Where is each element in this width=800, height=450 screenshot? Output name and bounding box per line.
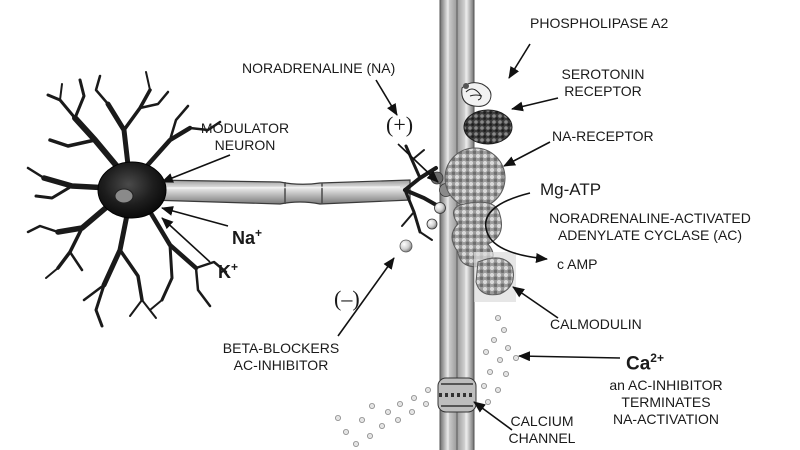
calcium-channel bbox=[437, 377, 477, 413]
calmodulin-protein bbox=[475, 257, 514, 296]
label-adenylate-cyclase: NORADRENALINE-ACTIVATED ADENYLATE CYCLAS… bbox=[532, 210, 768, 244]
serotonin-receptor bbox=[463, 109, 513, 145]
membrane-proteins bbox=[444, 82, 516, 302]
arrow-serotonin bbox=[511, 97, 559, 112]
label-calcium-ion: Ca2+ bbox=[626, 350, 664, 375]
arrow-atp-to-camp bbox=[484, 192, 548, 263]
label-beta-line1: BETA-BLOCKERS bbox=[222, 340, 340, 356]
label-noradrenaline: NORADRENALINE (NA) bbox=[242, 60, 396, 76]
label-ac-line3: NA-ACTIVATION bbox=[612, 411, 720, 427]
arrow-na-receptor bbox=[503, 141, 551, 167]
label-modulator-neuron: MODULATOR NEURON bbox=[190, 120, 300, 154]
modulator-neuron bbox=[26, 71, 228, 328]
label-potassium-ion: K+ bbox=[218, 259, 238, 281]
arrow-na-ion bbox=[161, 206, 229, 227]
label-na-charge: + bbox=[255, 226, 263, 240]
label-ca-symbol: Ca bbox=[626, 353, 651, 375]
beta-blocker-molecule bbox=[399, 239, 413, 253]
label-camp: c AMP bbox=[557, 256, 598, 272]
arrow-phospholipase bbox=[508, 43, 531, 79]
label-serotonin-line1: SEROTONIN bbox=[561, 66, 645, 82]
label-ac-line2: TERMINATES bbox=[621, 394, 711, 410]
label-calcium-channel: CALCIUM CHANNEL bbox=[494, 413, 590, 447]
arrow-calmodulin bbox=[512, 286, 559, 319]
label-modulator-line1: MODULATOR bbox=[200, 120, 290, 136]
arrow-beta-blockers bbox=[337, 257, 395, 337]
calcium-ions bbox=[334, 314, 520, 447]
label-serotonin-receptor: SEROTONIN RECEPTOR bbox=[548, 66, 658, 100]
label-ca-charge: 2+ bbox=[650, 351, 664, 365]
label-na-symbol: Na bbox=[232, 228, 256, 248]
label-na-receptor: NA-RECEPTOR bbox=[552, 128, 654, 144]
label-inhibitory-minus: (–) bbox=[334, 286, 360, 311]
arrow-k-ion bbox=[161, 217, 211, 263]
label-calcium-line1: CALCIUM bbox=[510, 413, 574, 429]
label-excitatory-plus: (+) bbox=[386, 112, 414, 137]
neuron-soma bbox=[97, 161, 167, 219]
label-adenylate-line2: ADENYLATE CYCLASE (AC) bbox=[557, 227, 743, 243]
label-beta-line2: AC-INHIBITOR bbox=[233, 357, 329, 373]
arrow-plus bbox=[397, 143, 439, 183]
axon bbox=[149, 179, 411, 205]
label-ac-line1: an AC-INHIBITOR bbox=[609, 377, 723, 393]
label-mg-atp: Mg-ATP bbox=[540, 180, 602, 199]
arrow-calcium-channel bbox=[473, 401, 513, 431]
arrow-modulator bbox=[161, 154, 231, 183]
label-modulator-line2: NEURON bbox=[214, 137, 276, 153]
label-k-symbol: K bbox=[218, 262, 231, 282]
pointer-arrows bbox=[161, 43, 621, 431]
arrow-noradrenaline bbox=[375, 79, 398, 116]
label-sodium-ion: Na+ bbox=[232, 225, 262, 247]
label-serotonin-line2: RECEPTOR bbox=[564, 83, 642, 99]
label-calmodulin: CALMODULIN bbox=[550, 316, 642, 332]
label-adenylate-line1: NORADRENALINE-ACTIVATED bbox=[549, 210, 751, 226]
label-k-charge: + bbox=[231, 260, 239, 274]
arrow-calcium-ion bbox=[518, 351, 621, 362]
label-phospholipase: PHOSPHOLIPASE A2 bbox=[530, 15, 669, 31]
na-receptor bbox=[444, 147, 506, 209]
label-calcium-line2: CHANNEL bbox=[508, 430, 576, 446]
label-ac-inhibitor: an AC-INHIBITOR TERMINATES NA-ACTIVATION bbox=[586, 377, 746, 428]
label-beta-blockers: BETA-BLOCKERS AC-INHIBITOR bbox=[216, 340, 346, 374]
